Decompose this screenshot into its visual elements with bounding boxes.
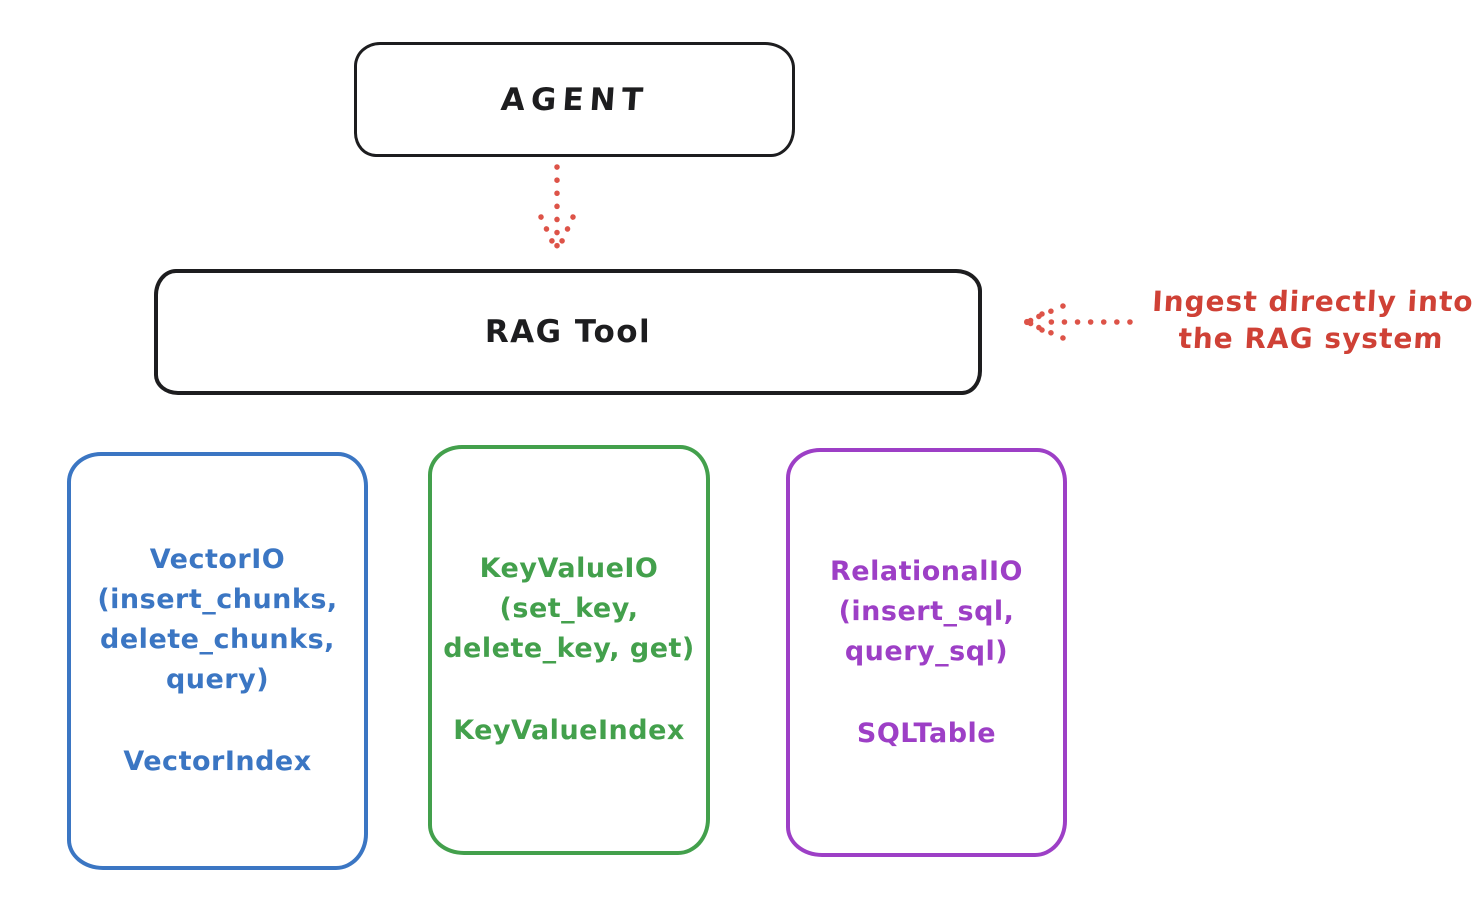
ingest-annotation: Ingest directly into the RAG system — [1138, 283, 1484, 357]
store-methods-line: delete_chunks, — [100, 624, 335, 655]
rag-tool-box: RAG Tool — [154, 269, 982, 395]
store-title: RelationalIO — [830, 555, 1023, 587]
store-index-label: VectorIndex — [123, 746, 312, 777]
store-title: KeyValueIO — [479, 553, 659, 584]
store-methods-line: (insert_sql, — [838, 595, 1015, 627]
store-index-label: SQLTable — [856, 717, 997, 749]
store-methods-line: (set_key, — [499, 593, 639, 624]
agent-label: AGENT — [499, 81, 650, 118]
store-title: VectorIO — [149, 544, 286, 575]
store-methods-line: (insert_chunks, — [97, 584, 338, 615]
agent-box: AGENT — [354, 42, 795, 157]
dotted-left-arrow-icon — [1023, 303, 1133, 341]
rag-tool-label: RAG Tool — [484, 314, 652, 350]
store-box-vectorio: VectorIO (insert_chunks, delete_chunks, … — [67, 452, 368, 870]
store-box-keyvalueio: KeyValueIO (set_key, delete_key, get) Ke… — [428, 445, 710, 855]
store-methods-line: query) — [165, 664, 270, 695]
store-index-label: KeyValueIndex — [453, 715, 685, 746]
store-box-relationalio: RelationalIO (insert_sql, query_sql) SQL… — [786, 448, 1067, 857]
ingest-annotation-line: the RAG system — [1177, 322, 1445, 355]
store-methods-line: query_sql) — [844, 635, 1009, 667]
dotted-down-arrow-icon — [538, 164, 576, 255]
store-methods-line: delete_key, get) — [443, 633, 695, 664]
ingest-annotation-line: Ingest directly into — [1151, 285, 1475, 318]
